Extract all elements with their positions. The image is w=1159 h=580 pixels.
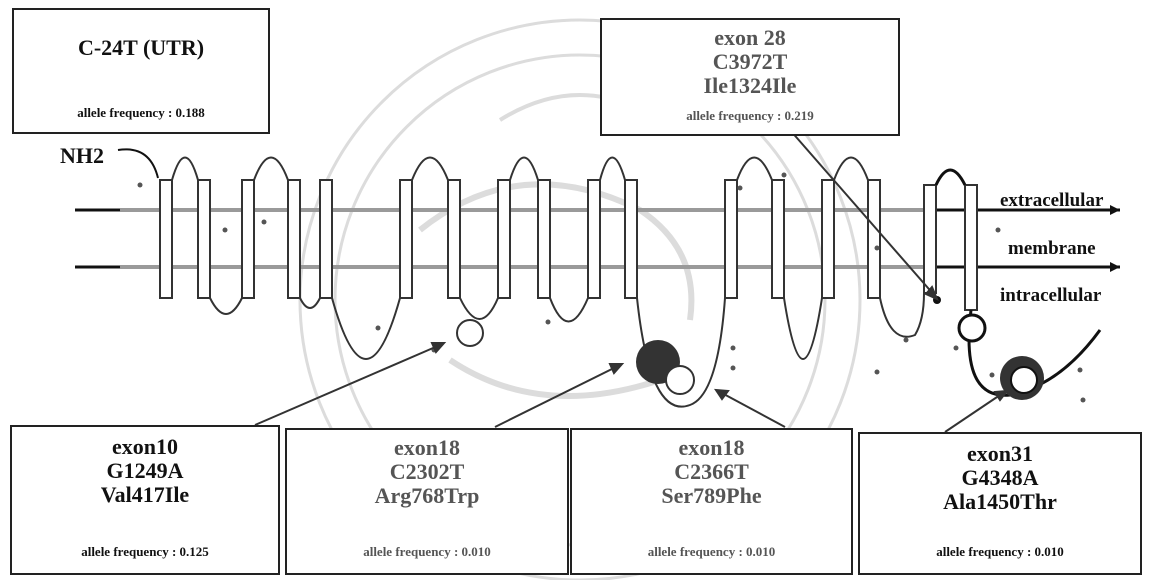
exon10-allele-frequency: allele frequency : 0.125 — [12, 544, 278, 560]
exon10-variant-box: exon10 G1249A Val417Ile allele frequency… — [10, 425, 280, 575]
arrow-exon18a — [495, 366, 618, 427]
arrow-exon28 — [790, 130, 935, 296]
exon31-amino-acid-change: Ala1450Thr — [860, 490, 1140, 514]
intracellular-label: intracellular — [1000, 285, 1101, 307]
arrow-exon18b — [720, 392, 785, 427]
exon31-allele-frequency: allele frequency : 0.010 — [860, 544, 1140, 560]
nh2-terminus-label: NH2 — [60, 143, 104, 169]
exon18-c2302t-exon: exon18 — [287, 436, 567, 460]
exon31-nucleotide-change: G4348A — [860, 466, 1140, 490]
exon10-nucleotide-change: G1249A — [12, 459, 278, 483]
exon31-variant-box: exon31 G4348A Ala1450Thr allele frequenc… — [858, 432, 1142, 575]
domain-circles — [457, 315, 1044, 400]
domain-circle-nbd2 — [1011, 367, 1037, 393]
exon10-amino-acid-change: Val417Ile — [12, 483, 278, 507]
utr-allele-frequency: allele frequency : 0.188 — [14, 105, 268, 121]
transmembrane-helices — [160, 180, 977, 310]
exon18-c2302t-nucleotide-change: C2302T — [287, 460, 567, 484]
domain-circle-nbd1 — [666, 366, 694, 394]
utr-variant-box: C-24T (UTR) allele frequency : 0.188 — [12, 8, 270, 134]
exon18-c2366t-amino-acid-change: Ser789Phe — [572, 484, 851, 508]
arrow-exon10 — [255, 345, 440, 425]
exon18-c2302t-allele-frequency: allele frequency : 0.010 — [287, 544, 567, 560]
utr-variant-title: C-24T (UTR) — [14, 36, 268, 60]
domain-circle-loop — [457, 320, 483, 346]
domain-circle-c-term — [959, 315, 985, 341]
arrow-exon31 — [945, 393, 1003, 432]
exon28-allele-frequency: allele frequency : 0.219 — [602, 108, 898, 124]
extracellular-label: extracellular — [1000, 190, 1103, 212]
exon28-variant-box: exon 28 C3972T Ile1324Ile allele frequen… — [600, 18, 900, 136]
exon18-c2366t-exon: exon18 — [572, 436, 851, 460]
exon18-c2302t-box: exon18 C2302T Arg768Trp allele frequency… — [285, 428, 569, 575]
exon28-amino-acid-change: Ile1324Ile — [602, 74, 898, 98]
exon18-c2366t-allele-frequency: allele frequency : 0.010 — [572, 544, 851, 560]
exon10-exon: exon10 — [12, 435, 278, 459]
n-terminus-tail — [118, 149, 158, 178]
exon18-c2366t-nucleotide-change: C2366T — [572, 460, 851, 484]
exon18-c2366t-box: exon18 C2366T Ser789Phe allele frequency… — [570, 428, 853, 575]
exon31-exon: exon31 — [860, 442, 1140, 466]
exon18-c2302t-amino-acid-change: Arg768Trp — [287, 484, 567, 508]
exon28-exon: exon 28 — [602, 26, 898, 50]
exon28-nucleotide-change: C3972T — [602, 50, 898, 74]
membrane-label: membrane — [1008, 238, 1096, 260]
